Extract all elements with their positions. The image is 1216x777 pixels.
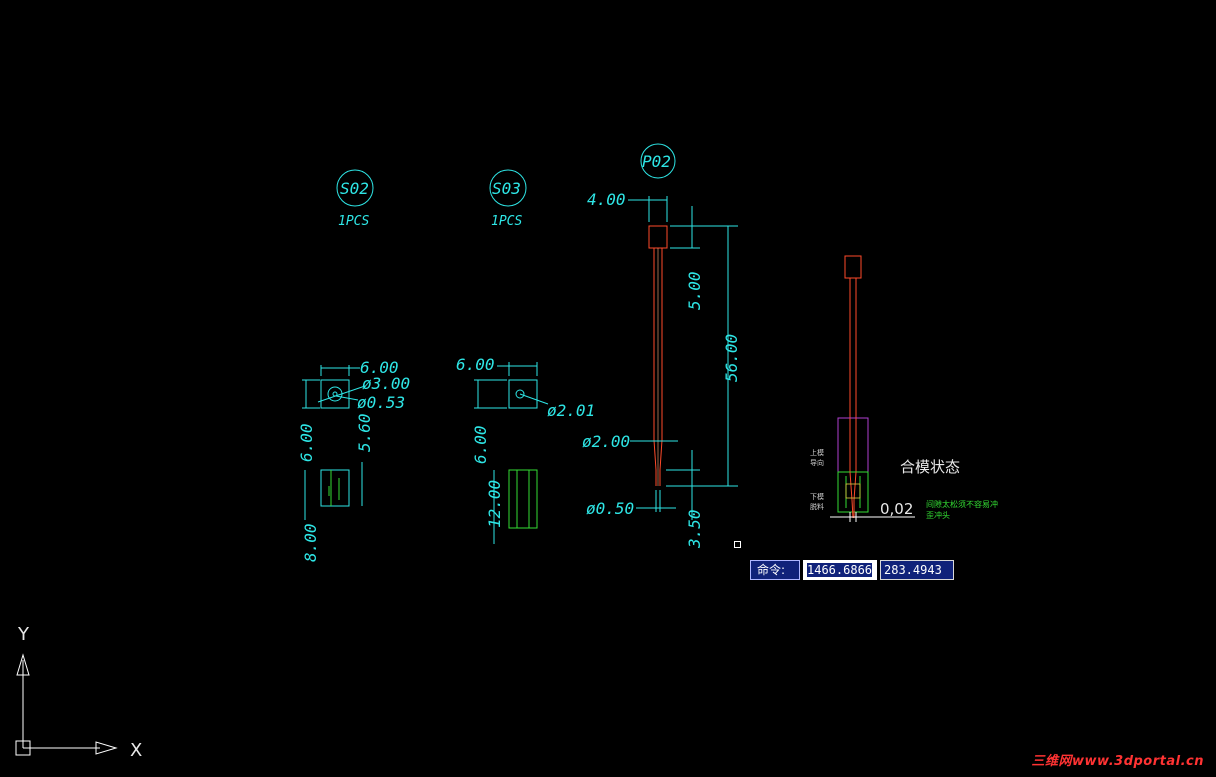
assembly-lower-label-1: 下模 <box>810 492 824 501</box>
ucs-y-label: Y <box>17 624 30 645</box>
s03-thick-dim: 12.00 <box>485 480 504 528</box>
assembly-note-line-1: 间隙太松须不容易冲 <box>926 499 998 509</box>
part-s03: S03 1PCS 6.00 ø2.01 6.00 12.00 <box>456 169 595 544</box>
s02-thick-dim: 8.00 <box>301 523 320 562</box>
dynamic-input-bar: 命令: 1466.6866 283.4943 <box>750 560 954 580</box>
s02-hole-big-dim: ø3.00 <box>362 374 410 393</box>
p02-tip-dia-dim: ø0.50 <box>586 499 634 518</box>
ucs-x-label: X <box>130 740 142 761</box>
s02-height-left-dim: 6.00 <box>297 423 316 462</box>
coordinate-y-input[interactable]: 283.4943 <box>880 560 954 580</box>
s03-width-dim: 6.00 <box>456 355 495 374</box>
p02-head-len-dim: 5.00 <box>685 271 704 310</box>
part-s02-qty: 1PCS <box>338 214 369 229</box>
assembly-gap-dim: 0,02 <box>880 500 913 518</box>
part-s03-tag: S03 <box>492 179 521 198</box>
p02-head-dim: 4.00 <box>587 190 626 209</box>
s02-hole-small-dim: ø0.53 <box>357 393 405 412</box>
coordinate-x-input[interactable]: 1466.6866 <box>803 560 877 580</box>
assembly-view: 0,02 合模状态 上模 导向 下模 脱料 间隙太松须不容易冲 歪冲头 <box>810 255 998 522</box>
assembly-upper-label-1: 上模 <box>810 448 824 457</box>
s03-height-left-dim: 6.00 <box>471 425 490 464</box>
p02-tip-len-dim: 3.50 <box>685 509 704 549</box>
s02-width-dim: 6.00 <box>360 358 399 377</box>
s02-height-right-dim: 5.60 <box>355 413 374 452</box>
assembly-title: 合模状态 <box>900 458 960 476</box>
coordinate-x-value: 1466.6866 <box>807 563 873 577</box>
part-s02: S02 1PCS 6.00 ø3.00 ø0.53 6.00 5.60 8.00 <box>297 169 410 562</box>
command-prompt-label: 命令: <box>750 560 800 580</box>
p02-total-len-dim: 56.00 <box>722 334 741 382</box>
part-p02: P02 4.00 5.00 56.00 ø2.00 3.50 ø0.50 <box>582 143 741 549</box>
site-watermark: 三维网www.3dportal.cn <box>1031 754 1204 769</box>
ucs-icon: Y X <box>15 624 142 761</box>
part-p02-tag: P02 <box>642 152 671 171</box>
p02-shank-dia-dim: ø2.00 <box>582 432 630 451</box>
part-s03-qty: 1PCS <box>491 214 522 229</box>
s03-hole-dim: ø2.01 <box>547 401 595 420</box>
assembly-upper-label-2: 导向 <box>810 458 824 467</box>
assembly-lower-label-2: 脱料 <box>810 502 824 511</box>
assembly-note-line-2: 歪冲头 <box>926 510 950 520</box>
part-s02-tag: S02 <box>340 179 369 198</box>
pick-box-cursor <box>734 541 741 548</box>
